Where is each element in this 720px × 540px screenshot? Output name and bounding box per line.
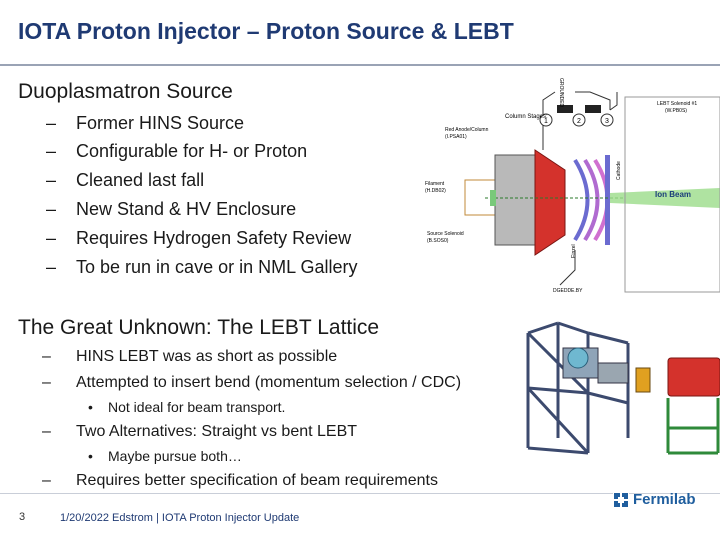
bullet-text: Requires better specification of beam re… <box>76 472 438 489</box>
connector-block <box>557 105 573 113</box>
bullet-text: Former HINS Source <box>76 113 245 133</box>
green-support-stand <box>666 398 720 455</box>
ion-beam-label: Ion Beam <box>655 190 691 199</box>
dash-marker: – <box>46 113 57 133</box>
column-stages-label: Column Stages: <box>505 114 548 120</box>
beam-pipe <box>597 362 629 384</box>
filament-id: (H.DB02) <box>425 188 446 194</box>
bullet-text: Maybe pursue both… <box>108 448 242 464</box>
solenoid-yellow <box>635 367 651 393</box>
stage-electrode-2 <box>583 158 600 242</box>
fermilab-logo: Fermilab <box>613 491 696 508</box>
list-item: – Attempted to insert bend (momentum sele… <box>42 374 461 392</box>
bottom-label: DGEDDE.BY <box>553 288 583 294</box>
vacuum-port <box>567 347 589 369</box>
dash-marker: – <box>42 423 51 440</box>
source-schematic-diagram: 1 2 3 Column Stages: Red Anode/Column (I… <box>425 78 720 294</box>
list-item: –Former HINS Source <box>46 113 244 134</box>
list-item: –Requires Hydrogen Safety Review <box>46 228 351 249</box>
list-item: –New Stand & HV Enclosure <box>46 199 296 220</box>
bullet-text: Two Alternatives: Straight vs bent LEBT <box>76 423 358 440</box>
stage-marker-3 <box>600 113 614 127</box>
ground-plate <box>605 155 610 245</box>
filament-label: Filament <box>425 181 445 187</box>
source-solenoid-label: Source Solenoid <box>427 231 464 237</box>
dot-marker: • <box>88 399 93 415</box>
page-number: 3 <box>19 511 26 523</box>
anode-id: (I.PSA01) <box>445 134 467 140</box>
slide-title: IOTA Proton Injector – Proton Source & L… <box>18 18 514 44</box>
title-divider <box>0 64 720 66</box>
dash-marker: – <box>42 472 51 489</box>
bullet-text: Configurable for H- or Proton <box>76 141 308 161</box>
list-item: – HINS LEBT was as short as possible <box>42 348 337 366</box>
anode-column <box>534 149 566 256</box>
frame-structure <box>526 321 630 455</box>
sub-list-item: • Maybe pursue both… <box>88 448 242 464</box>
dash-marker: – <box>46 141 57 161</box>
section-heading-lebt: The Great Unknown: The LEBT Lattice <box>18 316 380 339</box>
bullet-text: To be run in cave or in NML Gallery <box>76 257 358 277</box>
source-housing <box>494 154 536 246</box>
lebt-magnet <box>667 357 720 397</box>
footer-divider <box>0 493 720 494</box>
stage-label: 1 <box>544 118 548 125</box>
list-item: –Configurable for H- or Proton <box>46 141 307 162</box>
einzel-label: Einzel <box>571 244 577 258</box>
list-item: – Two Alternatives: Straight vs bent LEBT <box>42 423 357 441</box>
bullet-text: Cleaned last fall <box>76 170 205 190</box>
dash-marker: – <box>42 374 51 391</box>
bullet-text: Requires Hydrogen Safety Review <box>76 228 352 248</box>
bullet-text: HINS LEBT was as short as possible <box>76 348 338 365</box>
beam-origin <box>490 190 496 206</box>
dash-marker: – <box>42 348 51 365</box>
dot-marker: • <box>88 448 93 464</box>
stage-electrode-1 <box>573 158 590 242</box>
dash-marker: – <box>46 257 57 277</box>
list-item: – Requires better specification of beam r… <box>42 472 438 490</box>
section-heading-source: Duoplasmatron Source <box>18 80 233 103</box>
fermilab-wordmark: Fermilab <box>633 491 696 508</box>
list-item: –Cleaned last fall <box>46 170 204 191</box>
bullet-text: Attempted to insert bend (momentum selec… <box>76 374 462 391</box>
lebt-solenoid-id: (W.PB0S) <box>665 108 687 114</box>
bullet-text: Not ideal for beam transport. <box>108 399 286 415</box>
ion-beam <box>610 188 720 208</box>
bullet-text: New Stand & HV Enclosure <box>76 199 297 219</box>
dash-marker: – <box>46 170 57 190</box>
anode-label: Red Anode/Column <box>445 127 489 133</box>
stage-label: 2 <box>577 118 581 125</box>
fermilab-icon <box>613 491 629 508</box>
footer-text: 1/20/2022 Edstrom | IOTA Proton Injector… <box>60 512 300 524</box>
sub-list-item: • Not ideal for beam transport. <box>88 399 285 415</box>
dash-marker: – <box>46 228 57 248</box>
stage-label: 3 <box>605 118 609 125</box>
lebt-solenoid-label: LEBT Solenoid #1 <box>657 101 697 107</box>
stage-marker-1 <box>539 113 553 127</box>
cathode-label: Cathode <box>616 161 622 180</box>
dash-marker: – <box>46 199 57 219</box>
stage-marker-2 <box>572 113 586 127</box>
grounded-label: GROUNDED <box>558 78 564 108</box>
source-solenoid-id: (B.SOS0) <box>427 238 449 244</box>
ground-lead <box>559 250 576 286</box>
lebt-solenoid-frame <box>624 96 720 293</box>
list-item: –To be run in cave or in NML Gallery <box>46 257 357 278</box>
connector-block <box>585 105 601 113</box>
stand-cad-rendering <box>526 321 720 455</box>
